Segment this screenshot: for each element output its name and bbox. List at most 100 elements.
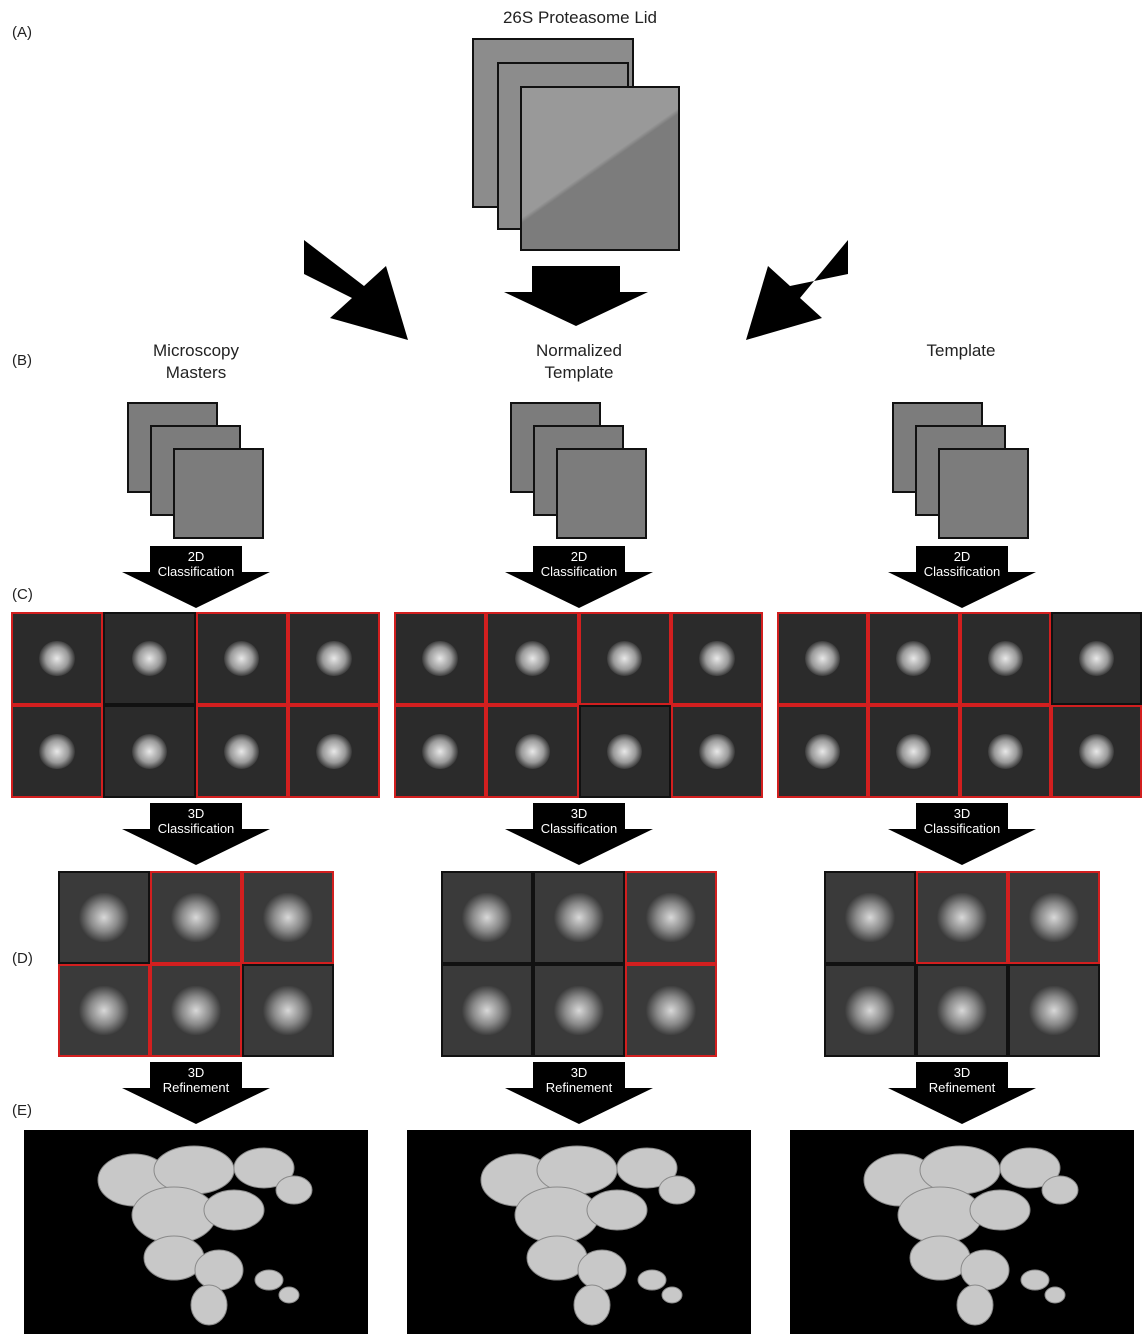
column-title-line: Masters xyxy=(165,363,227,382)
class3d-volume xyxy=(242,871,334,964)
class2d-average xyxy=(868,705,960,798)
arrow-label-line: Classification xyxy=(923,821,1001,836)
class3d-volume xyxy=(533,964,625,1057)
class2d-average xyxy=(195,705,288,798)
arrow-label-line: 3D xyxy=(187,806,205,821)
density-map-1 xyxy=(24,1130,368,1334)
arrow-shape xyxy=(505,1062,653,1124)
particle-blob xyxy=(316,640,352,677)
class2d-average xyxy=(670,705,763,798)
column-title-2: Normalized Template xyxy=(479,340,679,384)
arrow-shape xyxy=(122,803,270,865)
arrow-shape xyxy=(505,546,653,608)
arrow-label-line: Classification xyxy=(540,821,618,836)
column-title-line: Template xyxy=(926,341,996,360)
arrow-label-line: Classification xyxy=(540,564,618,579)
class3d-volume xyxy=(916,964,1008,1057)
particle-blob xyxy=(896,640,932,677)
class2d-average xyxy=(11,705,104,798)
class3d-volume xyxy=(150,964,242,1057)
class3d-volume xyxy=(150,871,242,964)
class3d-grid-2 xyxy=(441,871,717,1057)
particle-blob xyxy=(422,640,458,677)
class2d-average xyxy=(287,612,380,705)
panel-label-a: (A) xyxy=(12,24,32,41)
arrow-label-line: Refinement xyxy=(928,1080,996,1095)
volume-blob xyxy=(171,985,221,1036)
class2d-average xyxy=(959,612,1051,705)
arrow-shape xyxy=(122,1062,270,1124)
volume-blob xyxy=(1029,985,1079,1036)
panel-label-b: (B) xyxy=(12,352,32,369)
class2d-average xyxy=(578,612,671,705)
arrow-label-line: 3D xyxy=(570,1065,588,1080)
micrograph-image xyxy=(520,86,680,251)
arrow-label-line: Refinement xyxy=(545,1080,613,1095)
panel-label-d: (D) xyxy=(12,950,33,967)
class3d-volume xyxy=(441,964,533,1057)
particle-blob xyxy=(606,640,643,677)
particle-blob xyxy=(987,640,1023,677)
class2d-average xyxy=(777,612,869,705)
particle-blob xyxy=(987,733,1023,770)
arrow-label-line: 3D xyxy=(953,806,971,821)
particle-blob xyxy=(514,640,551,677)
volume-blob xyxy=(937,892,987,943)
particle-blob xyxy=(39,640,75,677)
volume-blob xyxy=(462,985,512,1036)
volume-blob xyxy=(646,892,696,943)
arrow-label-line: 3D xyxy=(570,806,588,821)
volume-blob xyxy=(845,985,895,1036)
particle-blob xyxy=(131,640,168,677)
column-title-3: Template xyxy=(861,340,1061,362)
volume-blob xyxy=(845,892,895,943)
class3d-volume xyxy=(824,871,916,964)
class2d-grid-1 xyxy=(11,612,380,798)
particle-blob xyxy=(39,733,75,770)
class2d-average xyxy=(1050,612,1142,705)
class3d-volume xyxy=(1008,871,1100,964)
class2d-average xyxy=(103,705,196,798)
arrow-shape xyxy=(888,546,1036,608)
particle-image xyxy=(556,448,647,539)
class3d-volume xyxy=(625,871,717,964)
particle-image xyxy=(173,448,264,539)
class2d-average xyxy=(287,705,380,798)
arrow-label-line: 2D xyxy=(187,549,205,564)
column-title-line: Normalized xyxy=(536,341,622,360)
particle-blob xyxy=(1078,640,1114,677)
volume-blob xyxy=(554,892,604,943)
volume-blob xyxy=(263,985,313,1036)
class3d-volume xyxy=(916,871,1008,964)
arrow-label-line: 3D xyxy=(187,1065,205,1080)
arrow-to-center-column xyxy=(504,266,648,326)
density-map-3 xyxy=(790,1130,1134,1334)
class2d-average xyxy=(959,705,1051,798)
panel-label-c: (C) xyxy=(12,586,33,603)
class2d-grid-2 xyxy=(394,612,763,798)
volume-blob xyxy=(79,985,129,1036)
particle-blob xyxy=(422,733,458,770)
volume-blob xyxy=(937,985,987,1036)
class2d-grid-3 xyxy=(777,612,1142,798)
class3d-volume xyxy=(441,871,533,964)
arrow-label-line: 3D xyxy=(953,1065,971,1080)
class3d-volume xyxy=(58,964,150,1057)
particle-blob xyxy=(805,733,841,770)
arrow-label-line: 2D xyxy=(953,549,971,564)
density-map-render xyxy=(97,1145,313,1326)
class2d-average xyxy=(394,612,487,705)
particle-blob xyxy=(805,640,841,677)
arrow-to-right-column xyxy=(746,240,848,340)
class2d-average xyxy=(670,612,763,705)
